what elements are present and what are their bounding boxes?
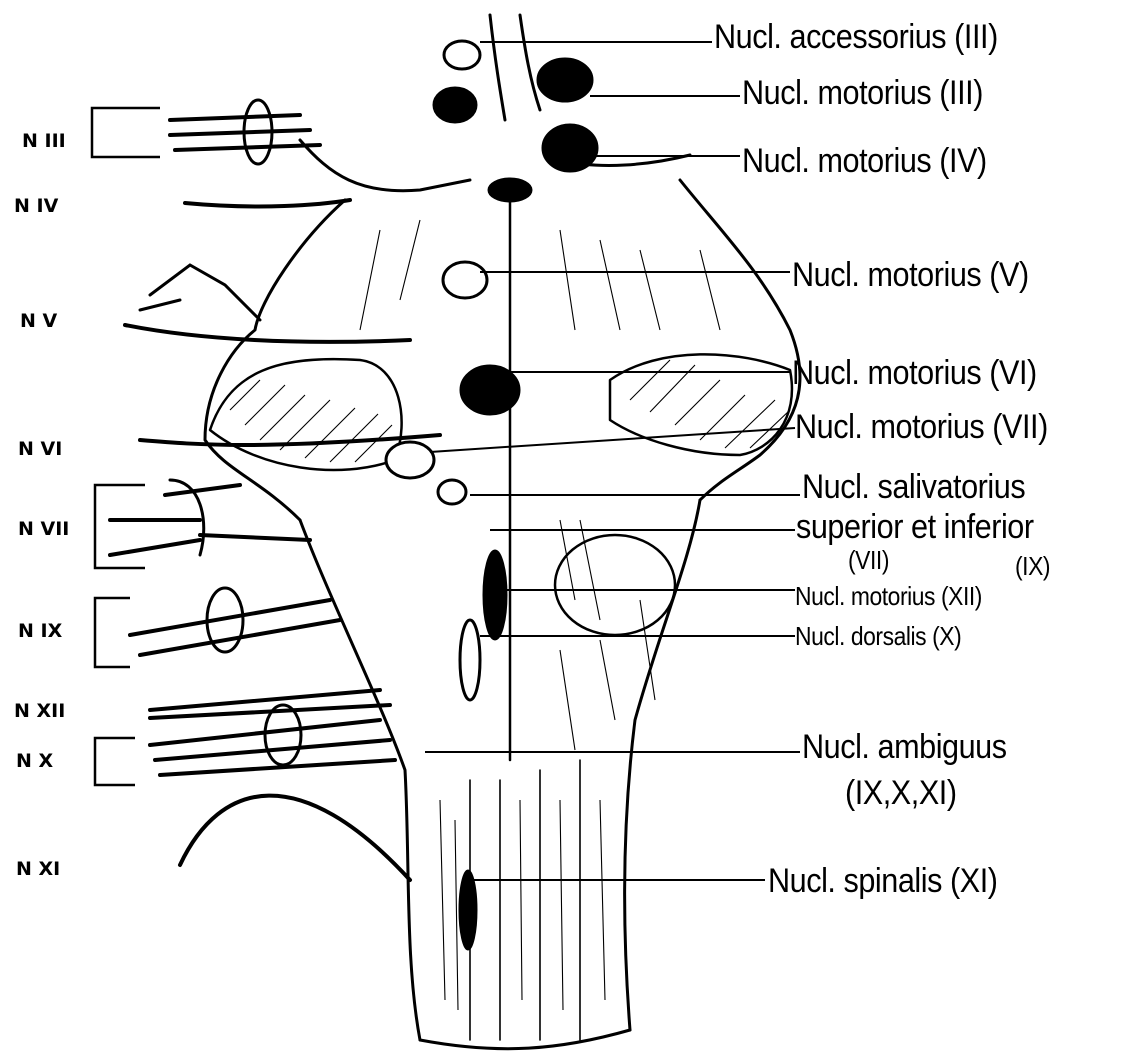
nucleus-midline-top bbox=[488, 178, 532, 202]
olive bbox=[555, 535, 675, 635]
leader-motorius-vii bbox=[430, 428, 795, 452]
nucleus-motorius-vii bbox=[386, 442, 434, 478]
nucleus-motorius-iv bbox=[542, 124, 598, 172]
label-n-iii: N III bbox=[22, 132, 66, 151]
bracket-n10 bbox=[95, 738, 135, 785]
bracket-n3 bbox=[92, 108, 160, 157]
root-n4 bbox=[185, 200, 350, 206]
label-n-ix: N IX bbox=[18, 622, 62, 641]
label-nucl-motorius-xii: Nucl. motorius (XII) bbox=[795, 583, 982, 609]
nucleus-spinalis-xi bbox=[459, 870, 477, 950]
label-nucl-salivatorius-ix: (IX) bbox=[1015, 553, 1050, 579]
label-nucl-spinalis-xi: Nucl. spinalis (XI) bbox=[768, 864, 998, 898]
label-nucl-ambiguus-line2: (IX,X,XI) bbox=[845, 776, 957, 810]
label-nucl-salivatorius-line2: superior et inferior bbox=[796, 510, 1034, 544]
peduncle-right bbox=[610, 354, 792, 455]
medulla-outline bbox=[300, 520, 420, 1040]
label-n-v: N V bbox=[20, 312, 57, 331]
root-n5 bbox=[125, 325, 410, 342]
label-nucl-salivatorius-vii: (VII) bbox=[848, 547, 889, 573]
nucleus-motorius-v bbox=[443, 262, 487, 298]
bracket-n7 bbox=[95, 485, 145, 568]
label-nucl-motorius-iv: Nucl. motorius (IV) bbox=[742, 144, 987, 178]
nucleus-salivatorius bbox=[438, 480, 466, 504]
nucleus-motorius-iii-left bbox=[433, 87, 477, 123]
root-n11 bbox=[180, 796, 410, 880]
root-n7 bbox=[110, 485, 310, 555]
label-n-vi: N VI bbox=[18, 440, 62, 459]
bracket-n9 bbox=[95, 598, 130, 667]
nucleus-accessorius-iii bbox=[444, 41, 480, 69]
label-n-vii: N VII bbox=[18, 520, 69, 539]
label-nucl-ambiguus-line1: Nucl. ambiguus bbox=[802, 730, 1007, 764]
label-nucl-motorius-vii: Nucl. motorius (VII) bbox=[795, 410, 1048, 444]
nucleus-motorius-xii bbox=[483, 550, 507, 640]
label-nucl-salivatorius-line1: Nucl. salivatorius bbox=[802, 470, 1025, 504]
label-nucl-accessorius-iii: Nucl. accessorius (III) bbox=[714, 20, 998, 54]
root-n10 bbox=[150, 720, 395, 775]
label-nucl-motorius-iii: Nucl. motorius (III) bbox=[742, 76, 983, 110]
peduncle-left bbox=[210, 359, 402, 470]
label-nucl-motorius-vi: Nucl. motorius (VI) bbox=[792, 356, 1037, 390]
label-n-xii: N XII bbox=[14, 702, 65, 721]
nucleus-motorius-iii bbox=[537, 58, 593, 102]
label-nucl-motorius-v: Nucl. motorius (V) bbox=[792, 258, 1029, 292]
label-nucl-dorsalis-x: Nucl. dorsalis (X) bbox=[795, 623, 961, 649]
nucleus-dorsalis-x bbox=[460, 620, 480, 700]
label-n-iv: N IV bbox=[14, 197, 58, 216]
label-n-xi: N XI bbox=[16, 860, 60, 879]
label-n-x: N X bbox=[16, 752, 53, 771]
